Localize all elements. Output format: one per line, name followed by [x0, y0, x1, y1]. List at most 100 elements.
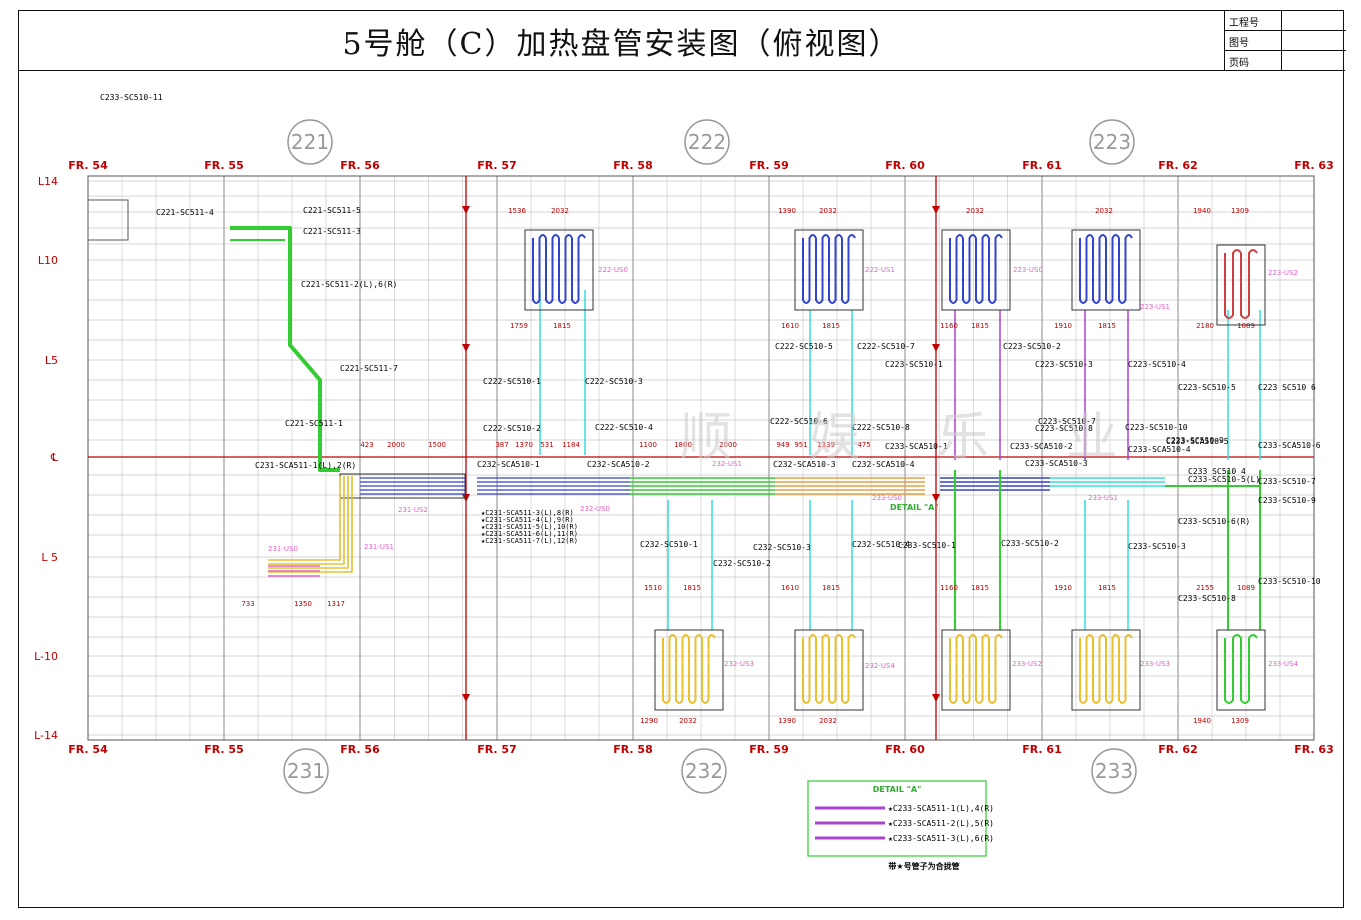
- dimension: 1815: [971, 322, 989, 330]
- pipe-label: C232-SCA510-4: [852, 460, 915, 469]
- pipe-label: C232-SCA510-2: [587, 460, 650, 469]
- dimension: 1815: [553, 322, 571, 330]
- frame-label-bottom: FR. 62: [1158, 743, 1198, 756]
- coil-frame: [1216, 629, 1266, 711]
- coil-serpentine: [802, 634, 856, 704]
- dimension: 2032: [679, 717, 697, 725]
- compartment-number: 221: [291, 130, 329, 154]
- dimension: 2155: [1196, 584, 1214, 592]
- dimension: 1350: [294, 600, 312, 608]
- coil-tag: 233-US2: [1012, 660, 1042, 668]
- pipe-label: C233-SC510-6(R): [1178, 517, 1250, 526]
- dimension: 2032: [551, 207, 569, 215]
- coil-frame: [1071, 629, 1141, 711]
- dimension: 1089: [1237, 584, 1255, 592]
- frame-label-bottom: FR. 54: [68, 743, 108, 756]
- dimension: 2000: [719, 441, 737, 449]
- level-label: L5: [45, 354, 58, 367]
- section-arrow: [462, 494, 470, 502]
- pipe-label: C233-SCA510-4: [1128, 445, 1191, 454]
- pipe-label: C223-SC510-2: [1003, 342, 1061, 351]
- compartment-circle: [681, 748, 727, 794]
- frame-label-bottom: FR. 59: [749, 743, 789, 756]
- coil-frame: [1071, 229, 1141, 311]
- pipe-label: C232-SC510-2: [713, 559, 771, 568]
- dimension: 1309: [1231, 717, 1249, 725]
- coil-tag: 222-US1: [865, 266, 895, 274]
- drawing-title: 5号舱（C）加热盘管安装图（俯视图）: [342, 27, 901, 62]
- dimension: 475: [857, 441, 870, 449]
- detail-a-box: DETAIL "A" ★C233-SCA511-1(L),4(R)★C233-S…: [807, 780, 994, 871]
- frame-label-bottom: FR. 55: [204, 743, 244, 756]
- compartment-circle: [1091, 748, 1137, 794]
- frame-label-top: FR. 61: [1022, 159, 1062, 172]
- dimension: 1815: [1098, 584, 1116, 592]
- frame-label-bottom: FR. 57: [477, 743, 517, 756]
- frame-label-top: FR. 62: [1158, 159, 1198, 172]
- dimension: 2000: [387, 441, 405, 449]
- dimension: 1089: [1237, 322, 1255, 330]
- dimension: 1339: [817, 441, 835, 449]
- coil-serpentine: [532, 234, 586, 304]
- pipe-label: C223-SC510-3: [1035, 360, 1093, 369]
- dimension: 1309: [1231, 207, 1249, 215]
- section-arrow: [932, 206, 940, 214]
- info-row-drawing: 图号: [1225, 31, 1346, 51]
- dimension: 2032: [819, 717, 837, 725]
- coil-frame: [794, 629, 864, 711]
- watermark: 顺 娱 乐 业: [680, 408, 1148, 468]
- pipe-label: C233-SC510-5(L): [1188, 475, 1260, 484]
- pipe-label: C233-SCA510-5: [1166, 437, 1229, 446]
- pipe-label: C221-SC511-3: [303, 227, 361, 236]
- compartment-circle: [684, 119, 730, 165]
- pipe-runs: [230, 226, 1261, 630]
- compartment-number: 223: [1093, 130, 1131, 154]
- coil-frame: [794, 229, 864, 311]
- frame-label-top: FR. 56: [340, 159, 380, 172]
- dimension: 2032: [819, 207, 837, 215]
- pipe-label: C222-SC510-7: [857, 342, 915, 351]
- frame-label-bottom: FR. 61: [1022, 743, 1062, 756]
- coil-serpentine: [1079, 234, 1133, 304]
- coil-tag: 233-US3: [1140, 660, 1170, 668]
- dimension: 1815: [683, 584, 701, 592]
- coil-tag: 222-US0: [598, 266, 628, 274]
- coil-frame: [941, 229, 1011, 311]
- compartment-circle: [283, 748, 329, 794]
- section-arrow: [932, 694, 940, 702]
- dimension: 1815: [1098, 322, 1116, 330]
- hatch-box: [87, 199, 129, 241]
- dimension: 949: [776, 441, 789, 449]
- dimension: 1815: [971, 584, 989, 592]
- info-row-project: 工程号: [1225, 11, 1346, 31]
- dimension: 1500: [428, 441, 446, 449]
- frame-label-bottom: FR. 56: [340, 743, 380, 756]
- title-bar: 5号舱（C）加热盘管安装图（俯视图） 工程号 图号 页码: [19, 11, 1346, 71]
- pipe-label: C223 SC510 6: [1258, 383, 1316, 392]
- dimension: 531: [540, 441, 553, 449]
- dimension: 1160: [940, 322, 958, 330]
- coil-tag: 232-US1: [712, 460, 742, 468]
- dimension: 387: [495, 441, 508, 449]
- coil-serpentine: [949, 234, 1003, 304]
- detail-item: ★C233-SCA511-1(L),4(R): [888, 804, 994, 813]
- pipe-label: C222-SC510-4: [595, 423, 653, 432]
- compartment-number: 233: [1095, 759, 1133, 783]
- info-label: 图号: [1229, 38, 1249, 49]
- coil-tag: 223-US1: [1140, 303, 1170, 311]
- coil-tag: 223-US2: [1268, 269, 1298, 277]
- info-label: 工程号: [1229, 18, 1259, 29]
- pipe-label: C223-SC510-5: [1178, 383, 1236, 392]
- pipe-label: C233-SC510-3: [1128, 542, 1186, 551]
- compartment-number: 232: [685, 759, 723, 783]
- frame-label-top: FR. 59: [749, 159, 789, 172]
- pipe-label: C231-SCA511-1(L),2(R): [255, 461, 356, 470]
- plan-border: [87, 175, 1315, 741]
- coil-frame: [1216, 244, 1266, 326]
- closing-pipe-item: ★C231-SCA511-6(L),11(R): [481, 530, 578, 538]
- pipe-label: C221-SC511-5: [303, 206, 361, 215]
- pipe-label: C233-SC510-11: [100, 93, 163, 102]
- frame-label-top: FR. 60: [885, 159, 925, 172]
- pipe-label: C221-SC511-7: [340, 364, 398, 373]
